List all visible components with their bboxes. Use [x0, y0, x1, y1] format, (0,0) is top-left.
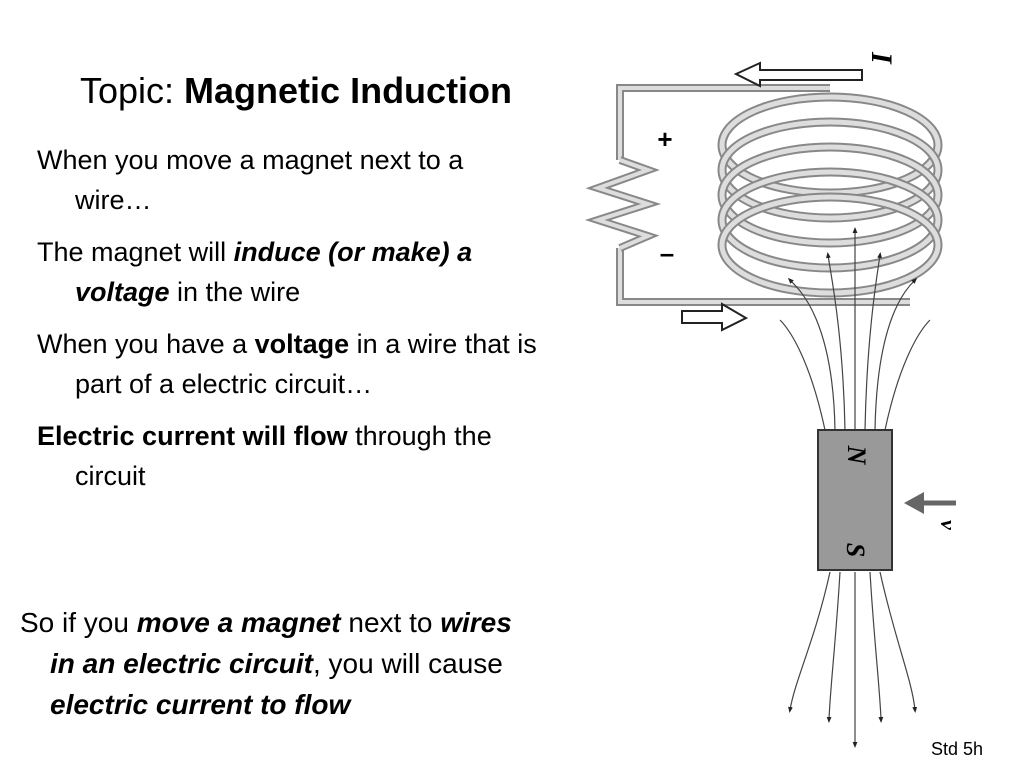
bullet-3-strong: voltage: [254, 329, 350, 359]
magnet: [817, 429, 893, 571]
south-pole-label: S: [841, 543, 870, 557]
minus-sign: –: [660, 238, 674, 268]
standard-label: Std 5h: [931, 739, 984, 759]
velocity-arrow-icon: [904, 492, 956, 514]
bullet-3-post: in a wire that is part of a electric cir…: [75, 329, 537, 399]
current-arrow-icon: [733, 61, 863, 88]
velocity-label: v: [936, 520, 961, 530]
resistor-icon: [584, 156, 662, 252]
bullet-3-pre: When you have a: [37, 329, 255, 359]
field-lines: [779, 227, 931, 748]
closing-e3: electric current to flow: [50, 689, 351, 720]
closing-p2: next to: [340, 607, 441, 638]
induction-diagram: + – I N S v: [584, 51, 961, 748]
current-direction-arrow-icon: [681, 302, 749, 332]
bullet-3: When you have a voltage in a wire that i…: [37, 324, 537, 404]
plus-sign: +: [657, 124, 672, 154]
closing-e1: move a magnet: [136, 607, 341, 638]
bullet-4-post: through the circuit: [75, 421, 492, 491]
bullet-list: When you move a magnet next to a wire… T…: [37, 140, 537, 508]
north-pole-label: N: [842, 445, 871, 466]
bullet-2-post: in the wire: [169, 277, 301, 307]
coil-icon: [717, 92, 943, 298]
circuit-wire: [616, 84, 910, 306]
closing-p3: , you will cause: [313, 648, 503, 679]
closing-e2: wires in an electric circuit: [50, 607, 512, 679]
bullet-2: The magnet will induce (or make) a volta…: [37, 232, 537, 312]
slide-title: Topic: Magnetic Induction: [80, 70, 512, 112]
bullet-2-emphasis: induce (or make) a voltage: [75, 237, 473, 307]
bullet-4: Electric current will flow through the c…: [37, 416, 537, 496]
bullet-2-pre: The magnet will: [37, 237, 234, 267]
bullet-1-text: When you move a magnet next to a wire…: [37, 145, 464, 215]
title-main: Magnetic Induction: [184, 70, 513, 111]
current-label: I: [865, 51, 898, 65]
bullet-4-strong: Electric current will flow: [37, 421, 348, 451]
closing-statement: So if you move a magnet next to wires in…: [20, 602, 520, 725]
title-prefix: Topic:: [80, 70, 185, 111]
closing-p1: So if you: [20, 607, 137, 638]
bullet-1: When you move a magnet next to a wire…: [37, 140, 537, 220]
